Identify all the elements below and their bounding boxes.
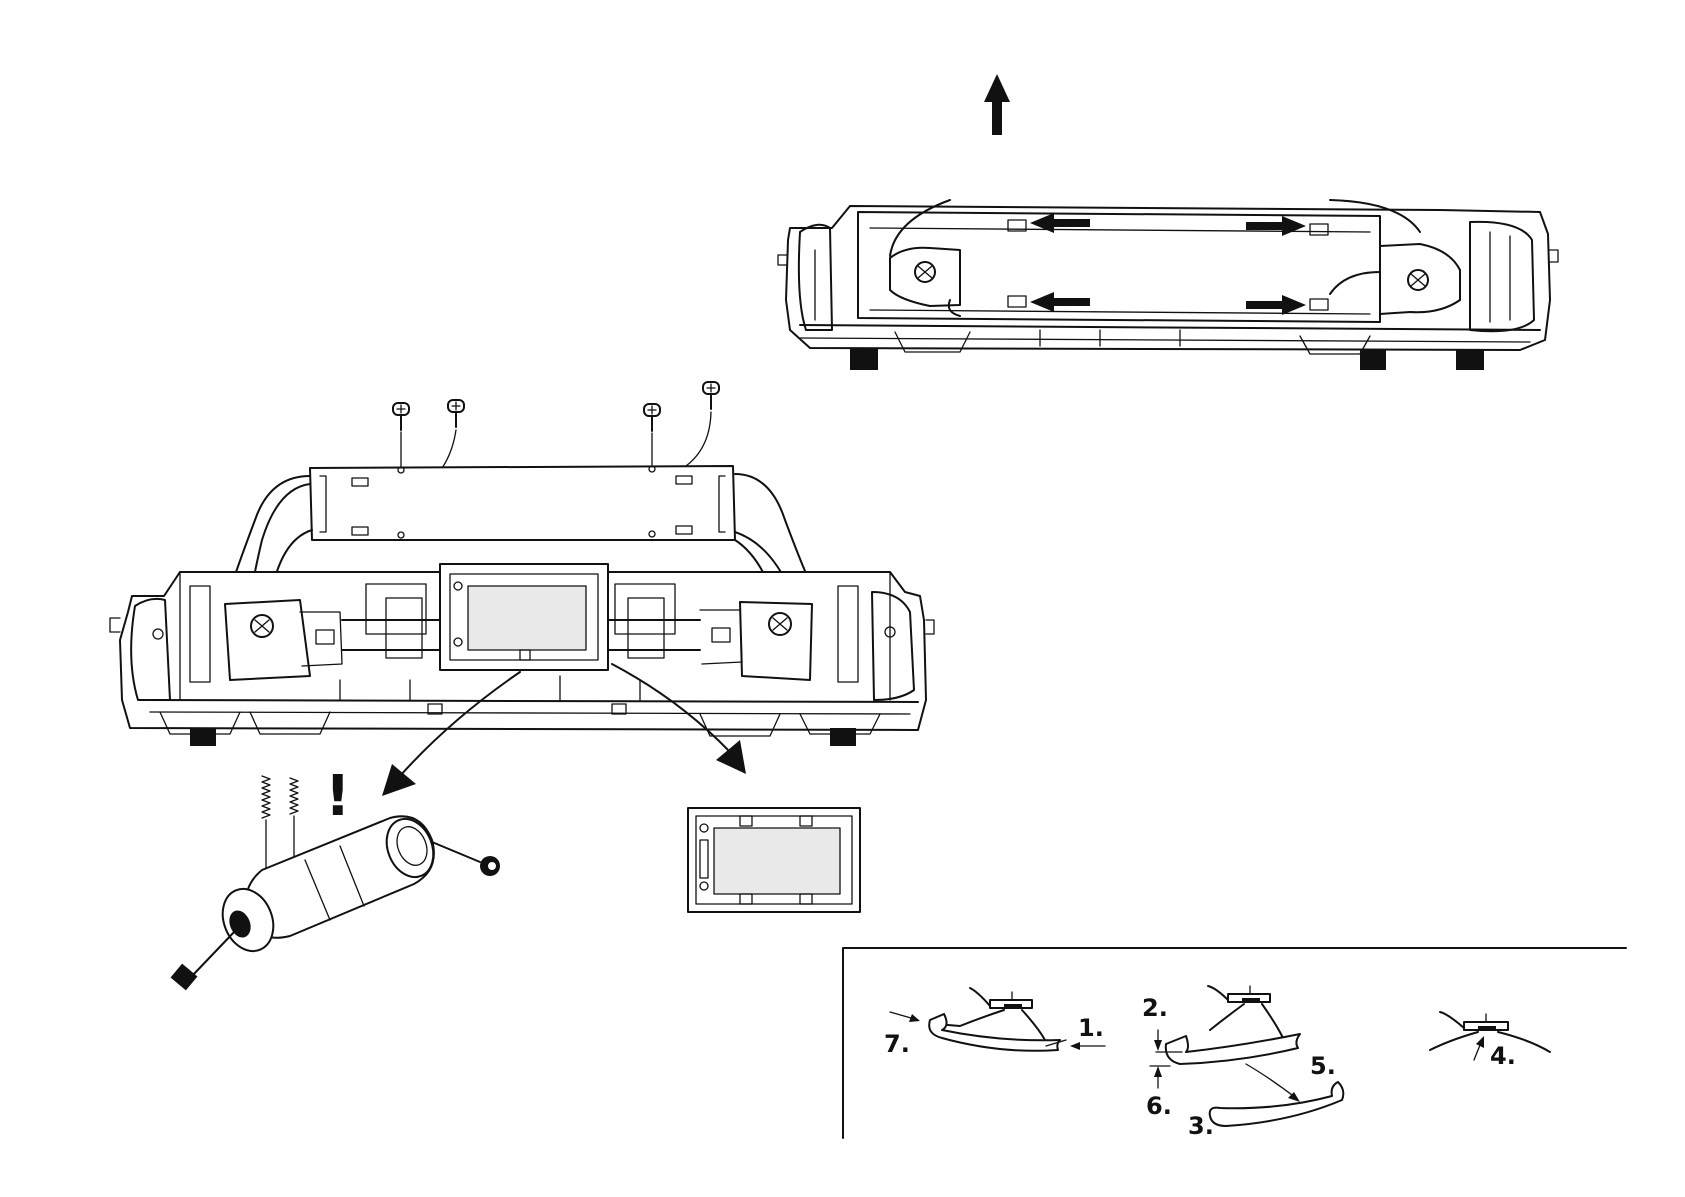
step-4-label: 4. [1490, 1042, 1516, 1070]
step-6-label: 6. [1146, 1092, 1172, 1120]
warning-mark: ! [325, 764, 351, 829]
motor-detail: ! [325, 764, 351, 829]
step-3-label: 3. [1188, 1112, 1214, 1140]
frame-icon [688, 808, 860, 912]
locomotive-top [778, 200, 1558, 370]
locomotive-chassis [110, 564, 934, 746]
motor-icon [171, 812, 500, 990]
step-2-label: 2. [1142, 994, 1168, 1022]
step-1-label: 1. [1078, 1014, 1104, 1042]
step-7-label: 7. [884, 1030, 910, 1058]
up-arrow-icon [984, 74, 1010, 135]
step-5-label: 5. [1310, 1052, 1336, 1080]
slider-contact-1 [929, 988, 1066, 1051]
